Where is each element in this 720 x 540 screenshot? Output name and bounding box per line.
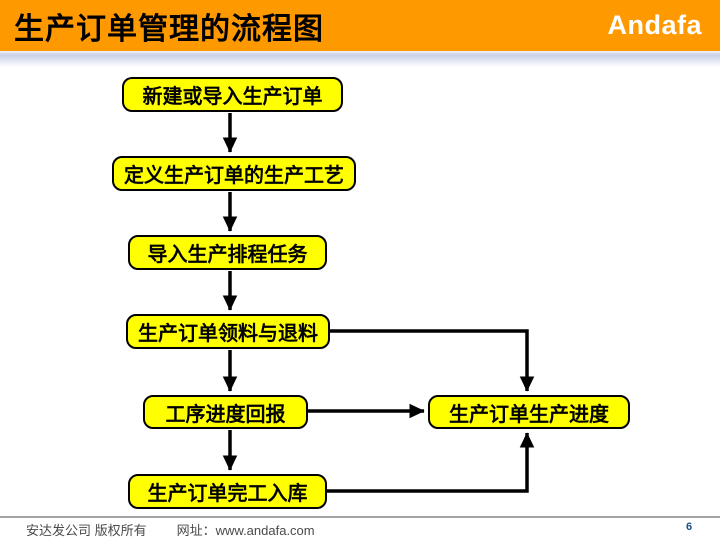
flow-node-import-scheduling: 导入生产排程任务 <box>128 235 327 270</box>
footer-copyright: 安达发公司 版权所有 <box>26 522 147 538</box>
slide-title: 生产订单管理的流程图 <box>14 12 324 46</box>
title-bar: 生产订单管理的流程图 Andafa <box>0 0 720 51</box>
header-divider-gradient <box>0 51 720 67</box>
flow-node-create-order: 新建或导入生产订单 <box>122 77 343 112</box>
brand-logo: Andafa <box>607 10 702 40</box>
footer-website: 网址：www.andafa.com <box>176 522 315 538</box>
flow-node-progress-report: 工序进度回报 <box>143 395 308 429</box>
footer-divider <box>0 516 720 518</box>
arrow-material-to-progress <box>330 329 535 392</box>
flow-node-finish-warehouse: 生产订单完工入库 <box>128 474 327 509</box>
flow-node-define-process: 定义生产订单的生产工艺 <box>112 156 356 191</box>
flow-node-material-issue: 生产订单领料与退料 <box>126 314 330 349</box>
footer: 安达发公司 版权所有 网址：www.andafa.com <box>26 521 315 538</box>
page-number: 6 <box>686 521 693 533</box>
arrow-warehouse-to-progress <box>327 432 535 493</box>
flow-node-production-progress: 生产订单生产进度 <box>428 395 630 429</box>
